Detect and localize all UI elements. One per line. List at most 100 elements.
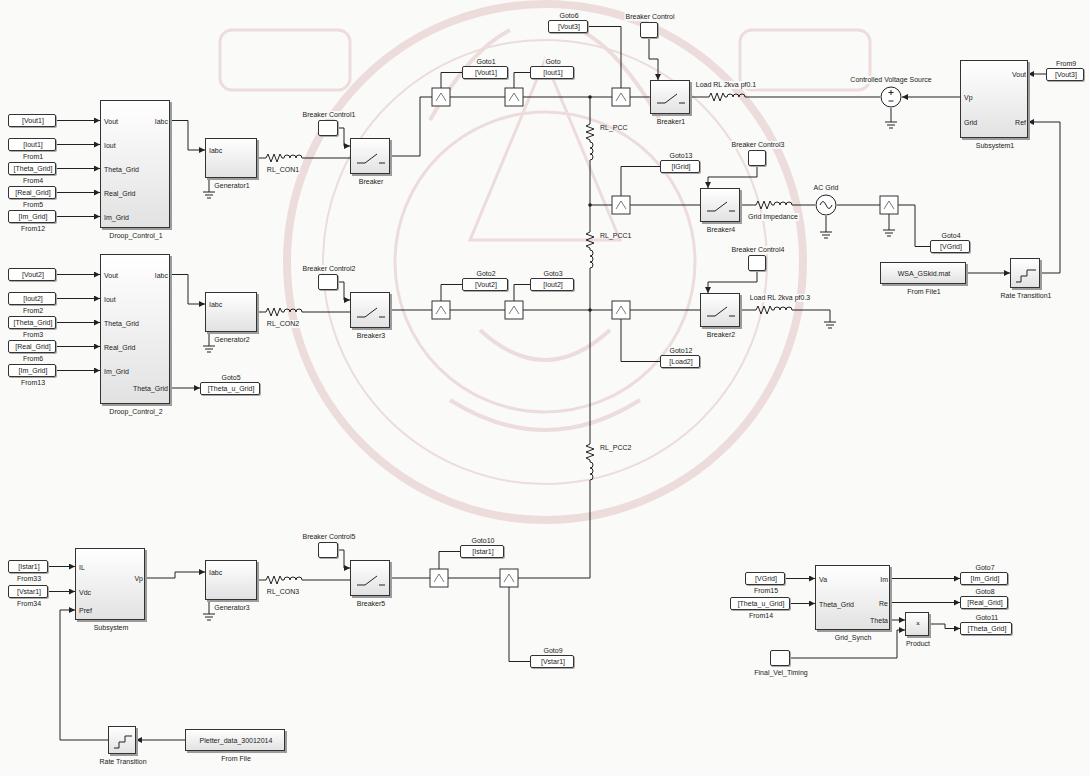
measurement-mark [436, 306, 446, 314]
connection-line [590, 272, 591, 440]
block-label: [Vout3] [1055, 71, 1077, 79]
block-name: Goto1 [475, 58, 496, 66]
watermark-seal [287, 4, 803, 520]
signal-line [56, 346, 100, 347]
signal-tag: [VGrid]From15 [745, 572, 785, 585]
block-label: RL_PCC2 [600, 444, 632, 452]
connection-line [740, 310, 752, 311]
watermark-seal [220, 4, 870, 520]
block-label: Iabc [209, 569, 222, 577]
breaker-block [351, 293, 391, 329]
block-name: Grid_Synch [834, 634, 873, 642]
signal-line [48, 591, 75, 592]
block-name: AC Grid [813, 184, 840, 192]
rl-branch-symbol [583, 440, 597, 484]
rl-branch-symbol: RL_CON3 [262, 574, 304, 586]
constant-block: Breaker Control3 [748, 150, 766, 166]
block-name: Goto5 [220, 374, 241, 382]
block-name: Rate Transition1 [1000, 292, 1053, 300]
block-name: RL_CON2 [266, 320, 300, 328]
block-label: [Im_Grid] [19, 367, 48, 375]
connection-line [747, 97, 880, 98]
block-name: Goto8 [974, 588, 995, 596]
block-label: [Istar1] [18, 563, 39, 571]
block-label: Re [879, 600, 888, 608]
wire [588, 27, 621, 89]
subsystem-block: IabcGenerator2 [205, 292, 257, 332]
block-name: Generator1 [213, 182, 250, 190]
breaker-block: Breaker3 [350, 292, 390, 328]
signal-tag: [Load2]Goto12 [660, 355, 700, 368]
signal-line [170, 388, 200, 389]
measurement-mark [616, 93, 626, 101]
signal-tag: [Theta_Grid]Goto11 [960, 622, 1012, 635]
block-label: [Theta_Grid] [968, 625, 1007, 633]
block-label: Im_Grid [104, 368, 129, 376]
rl-branch-symbol [752, 304, 794, 316]
wire [590, 205, 700, 206]
block-name: Breaker5 [356, 600, 386, 608]
signal-tag: [Vout1]Goto1 [462, 66, 508, 79]
block-name: Breaker Control1 [302, 111, 357, 119]
signal-tag: [Im_Grid]From13 [8, 364, 56, 377]
ground-symbol [885, 122, 897, 128]
block-label: [Real_Grid] [15, 189, 50, 197]
block-name: Goto9 [542, 647, 563, 655]
block-name: From15 [753, 587, 779, 595]
block-label: Va [819, 576, 827, 584]
connection-line [304, 158, 350, 159]
block-label: RL_PCC1 [600, 232, 632, 240]
connection-line [257, 580, 262, 581]
wire [898, 205, 930, 247]
watermark-seal [430, 30, 660, 120]
wire [441, 73, 462, 89]
rate-transition-block [109, 727, 137, 755]
signal-tag: [VGrid]Goto4 [930, 240, 970, 253]
signal-line [890, 578, 960, 579]
block-name: Final_Vel_Timing [753, 669, 808, 677]
wire [826, 216, 827, 232]
wire [514, 285, 530, 302]
signal-tag: [Theta_Grid]From3 [8, 316, 56, 329]
rl-branch-symbol [705, 91, 747, 103]
block-name: From4 [22, 177, 44, 185]
controlled-source-symbol: Controlled Voltage Source [880, 86, 902, 108]
block-label: [Theta_u_Grid] [208, 385, 255, 393]
block-label: IL [79, 564, 85, 572]
watermark-seal [220, 30, 350, 90]
block-label: [VGrid] [755, 575, 777, 583]
rl-branch-symbol: RL_PCC1 [583, 228, 597, 272]
block-label: Theta [870, 617, 888, 625]
block-label: × [916, 620, 920, 628]
block-label: WSA_GSkid.mat [898, 270, 951, 278]
connection-line [257, 158, 262, 159]
block-name: Grid Impedance [747, 213, 799, 221]
signal-tag: [Theta_u_Grid]Goto5 [200, 382, 260, 395]
block-label: Grid [964, 119, 977, 127]
measurement-block [432, 88, 450, 106]
block-label: Iout [104, 296, 116, 304]
block-label: [Iout1] [543, 69, 562, 77]
signal-line [145, 572, 205, 578]
measurement-mark [509, 93, 519, 101]
block-name: Breaker3 [356, 332, 386, 340]
block-name: Controlled Voltage Source [849, 76, 932, 84]
wire [514, 73, 530, 89]
measurement-block [505, 301, 523, 319]
block-name: Rate Transition [98, 758, 147, 766]
signal-tag: [Vstar1]From34 [8, 585, 48, 598]
measurement-block [880, 196, 898, 214]
rl-branch-symbol: RL_PCC [583, 120, 597, 165]
measurement-mark [509, 306, 519, 314]
measurement-block [505, 88, 523, 106]
signal-line [136, 740, 185, 741]
signal-tag: [Vout2]Goto2 [462, 278, 508, 291]
subsystem-block: IabcGenerator1 [205, 138, 257, 178]
measurement-mark [616, 201, 626, 209]
block-label: Vp [964, 94, 973, 102]
ac-source-symbol: AC Grid [815, 194, 837, 216]
watermark-seal [395, 112, 695, 412]
signal-line [790, 630, 905, 658]
block-label: Theta_Grid [104, 320, 139, 328]
block-name: Breaker Control [624, 13, 675, 21]
